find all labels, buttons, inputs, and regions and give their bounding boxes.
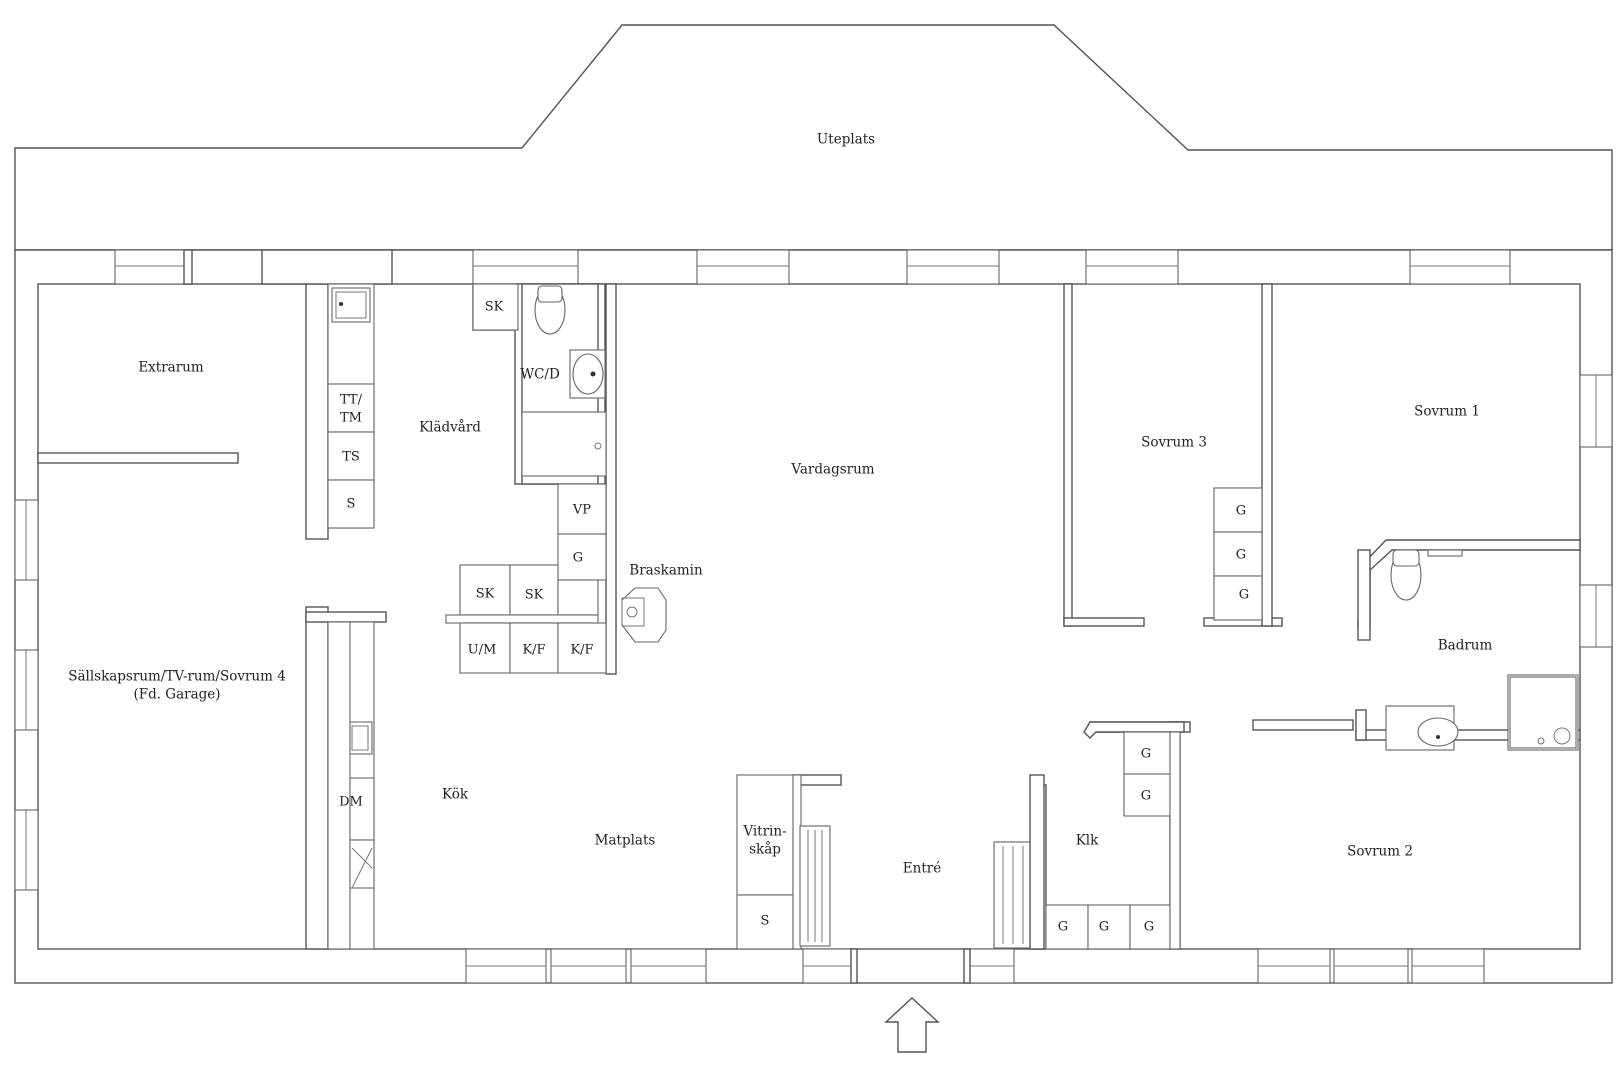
bottom-windows [465, 948, 1485, 984]
label-s-2: S [761, 914, 770, 929]
display-cabinet [736, 774, 802, 950]
wardrobes-klädvård [445, 483, 607, 674]
label-s-1: S [347, 497, 356, 512]
label-sovrum3: Sovrum 3 [1141, 435, 1207, 451]
label-g-klk-4: G [1099, 920, 1109, 935]
label-g-klk-5: G [1144, 920, 1154, 935]
entrance-arrow-icon [884, 997, 940, 1053]
label-sk-2: SK [525, 588, 544, 603]
label-vp: VP [572, 503, 591, 518]
kitchen-counter [327, 621, 375, 950]
label-g-s3-3: G [1239, 588, 1249, 603]
label-um: U/M [468, 643, 497, 658]
label-vardagsrum: Vardagsrum [790, 462, 874, 478]
label-kök: Kök [442, 787, 469, 803]
label-fd-garage: (Fd. Garage) [133, 687, 220, 703]
room-labels: Uteplats Extrarum Klädvård WC/D Vardagsr… [68, 132, 1492, 877]
fixture-labels: TT/ TM TS S SK VP G SK SK U/M K/F K/F DM… [339, 300, 1249, 935]
label-sk-1: SK [476, 587, 495, 602]
label-g-klk-1: G [1141, 747, 1151, 762]
label-tm: TM [340, 411, 362, 426]
label-uteplats: Uteplats [817, 132, 875, 148]
label-badrum: Badrum [1438, 638, 1493, 654]
sovrum3-wardrobes [1213, 487, 1263, 621]
label-braskamin: Braskamin [629, 563, 703, 579]
label-g-s3-1: G [1236, 504, 1246, 519]
bathroom-fixtures [1385, 549, 1579, 751]
radiators [799, 825, 1033, 949]
label-sovrum1: Sovrum 1 [1414, 404, 1480, 420]
label-klädvård: Klädvård [419, 420, 481, 436]
label-g-kl: G [573, 551, 583, 566]
label-ts: TS [342, 450, 360, 465]
laundry-column [327, 283, 375, 529]
entry-posts [850, 774, 1045, 984]
label-kf-1: K/F [522, 643, 545, 658]
label-g-klk-2: G [1141, 789, 1151, 804]
side-windows [14, 374, 1613, 891]
terrace-outline [14, 24, 1613, 251]
wc-fixtures [521, 285, 607, 477]
label-vitrinskåp-2: skåp [749, 842, 781, 858]
label-sällskapsrum: Sällskapsrum/TV-rum/Sovrum 4 [68, 669, 286, 685]
closet-top [472, 283, 519, 331]
label-matplats: Matplats [595, 833, 656, 849]
label-wc-d: WC/D [520, 367, 560, 383]
label-extrarum: Extrarum [138, 360, 204, 376]
label-tt: TT/ [340, 393, 363, 408]
label-sovrum2: Sovrum 2 [1347, 844, 1413, 860]
label-g-klk-3: G [1058, 920, 1068, 935]
label-dm: DM [339, 795, 363, 810]
label-kf-2: K/F [570, 643, 593, 658]
stove [621, 587, 667, 643]
klk-closets [1045, 721, 1185, 950]
label-sk-top: SK [485, 300, 504, 315]
label-klk: Klk [1076, 833, 1099, 849]
label-g-s3-2: G [1236, 548, 1246, 563]
label-entré: Entré [903, 861, 941, 877]
label-vitrinskåp-1: Vitrin- [742, 824, 786, 840]
top-windows [114, 249, 1511, 285]
